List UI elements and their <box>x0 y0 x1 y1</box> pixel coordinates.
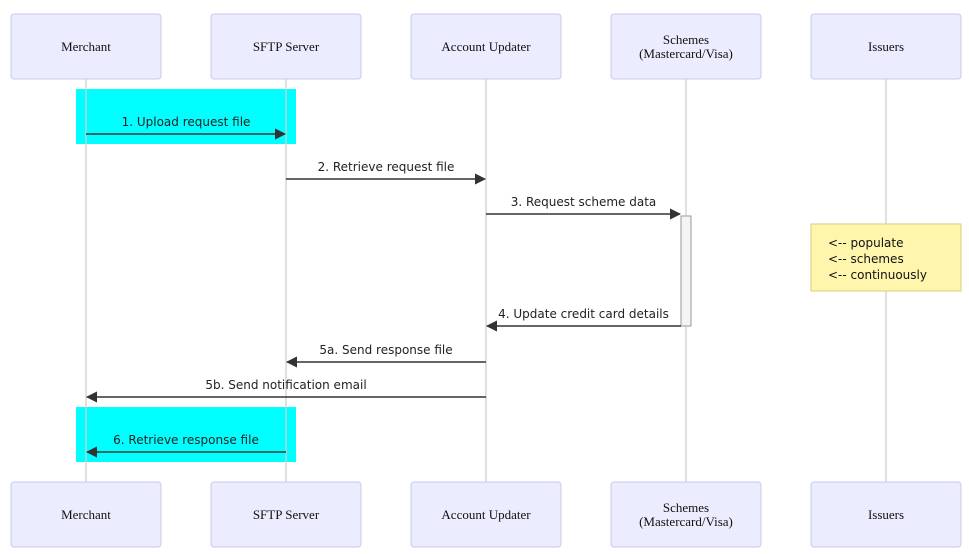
actor-top-merchant: Merchant <box>10 13 162 80</box>
message-label-4: 4. Update credit card details <box>498 307 669 321</box>
actor-top-updater: Account Updater <box>410 13 562 80</box>
actor-label-line-2: (Mastercard/Visa) <box>639 46 733 61</box>
actor-top-schemes: Schemes (Mastercard/Visa) <box>610 13 762 80</box>
message-label-3: 3. Request scheme data <box>511 195 657 209</box>
note-line-1: <-- populate <box>828 236 904 250</box>
actor-label-line-2: (Mastercard/Visa) <box>639 514 733 529</box>
actor-label: Issuers <box>868 507 904 522</box>
note-line-3: <-- continuously <box>828 268 927 282</box>
message-label-2: 2. Retrieve request file <box>318 160 455 174</box>
message-label-6: 5b. Send notification email <box>205 378 366 392</box>
highlight-rect-1 <box>76 89 296 144</box>
actor-top-issuers: Issuers <box>810 13 962 80</box>
message-label-5: 5a. Send response file <box>319 343 452 357</box>
actor-label: Merchant <box>61 507 111 522</box>
activation-schemes <box>680 215 692 327</box>
actor-label: Merchant <box>61 39 111 54</box>
actor-bottom-schemes: Schemes (Mastercard/Visa) <box>610 481 762 548</box>
note-box <box>810 223 962 292</box>
note: <-- populate <-- schemes <-- continuousl… <box>810 223 962 292</box>
actor-label: SFTP Server <box>253 507 320 522</box>
actor-label-line-1: Schemes <box>663 32 709 47</box>
actor-bottom-sftp: SFTP Server <box>210 481 362 548</box>
actor-label: Issuers <box>868 39 904 54</box>
highlight-rect-7 <box>76 407 296 462</box>
actor-label: Account Updater <box>441 39 531 54</box>
message-label-1: 1. Upload request file <box>122 115 251 129</box>
message-label-7: 6. Retrieve response file <box>113 433 259 447</box>
actor-label: SFTP Server <box>253 39 320 54</box>
note-line-2: <-- schemes <box>828 252 904 266</box>
actor-bottom-issuers: Issuers <box>810 481 962 548</box>
actor-label-line-1: Schemes <box>663 500 709 515</box>
actor-label: Account Updater <box>441 507 531 522</box>
actor-bottom-updater: Account Updater <box>410 481 562 548</box>
actor-bottom-merchant: Merchant <box>10 481 162 548</box>
actor-top-sftp: SFTP Server <box>210 13 362 80</box>
